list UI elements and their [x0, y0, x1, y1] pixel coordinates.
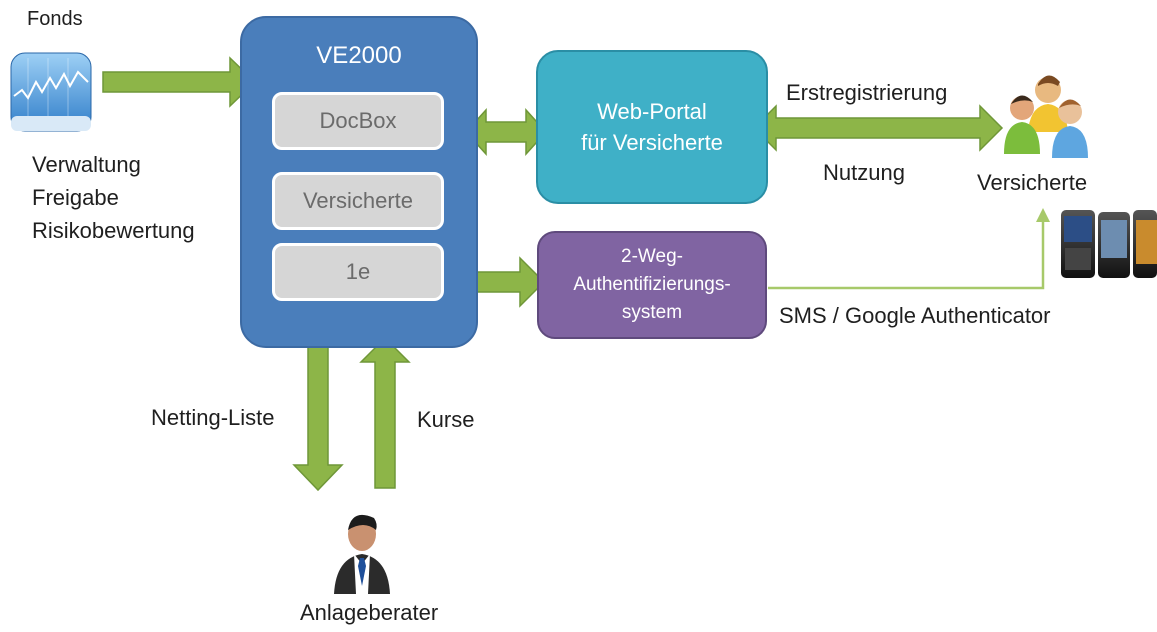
sms-label: SMS / Google Authenticator — [779, 303, 1051, 328]
anlageberater-label: Anlageberater — [300, 600, 439, 625]
arrow-netting-down — [292, 337, 344, 492]
freigabe-label: Freigabe — [32, 185, 119, 210]
web-portal-box: Web-Portal für Versicherte — [536, 50, 768, 204]
auth-phone-connector — [768, 218, 1045, 290]
risikobewertung-label: Risikobewertung — [32, 218, 195, 243]
auth-system-box: 2-Weg- Authentifizierungs- system — [537, 231, 767, 339]
kurse-label: Kurse — [417, 407, 475, 432]
verwaltung-label: Verwaltung — [32, 152, 141, 177]
ve2000-box: VE2000 DocBox Versicherte 1e — [240, 16, 478, 348]
auth-line1: 2-Weg- — [621, 246, 683, 267]
arrow-fonds-to-ve2000 — [102, 56, 257, 108]
arrow-kurse-up — [359, 336, 411, 489]
businessman-icon — [330, 508, 394, 594]
one-e-module: 1e — [272, 243, 444, 301]
nutzung-label: Nutzung — [823, 160, 905, 185]
netting-label: Netting-Liste — [151, 405, 275, 430]
arrow-portal-users — [752, 104, 1004, 152]
ve2000-title: VE2000 — [316, 42, 402, 69]
fonds-label: Fonds — [27, 8, 83, 30]
smartphones-icon — [1060, 208, 1157, 288]
auth-line2: Authentifizierungs- — [573, 274, 731, 295]
stock-chart-icon — [10, 52, 92, 132]
portal-title-line1: Web-Portal — [597, 99, 707, 124]
versicherte-users-label: Versicherte — [977, 170, 1088, 195]
auth-line3: system — [621, 302, 683, 323]
versicherte-module: Versicherte — [272, 172, 444, 230]
erstregistrierung-label: Erstregistrierung — [786, 80, 948, 105]
docbox-module: DocBox — [272, 92, 444, 150]
portal-title-line2: für Versicherte — [581, 130, 723, 155]
user-group-icon — [1000, 72, 1096, 162]
arrow-ve2000-portal — [464, 108, 548, 156]
